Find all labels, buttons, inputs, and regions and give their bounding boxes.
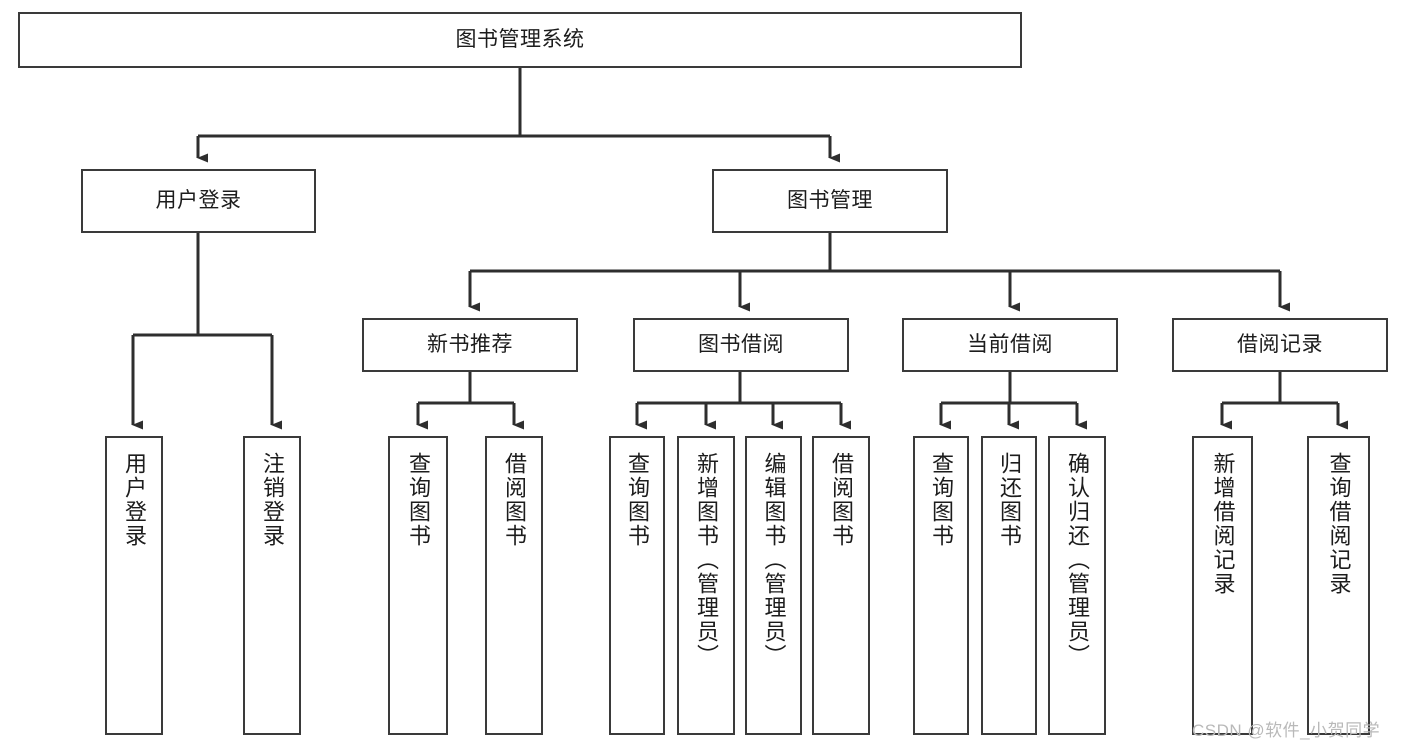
node-label: 查询图书 [625, 452, 650, 548]
node-label: 图书管理 [787, 188, 873, 212]
node-label: 新增图书（管理员） [694, 452, 719, 668]
node-label: 借阅图书 [829, 452, 854, 548]
node-label: 新书推荐 [427, 332, 513, 356]
node-label: 归还图书 [997, 452, 1022, 548]
node-label: 查询图书 [406, 452, 431, 548]
leaf-edit-book-admin[interactable]: 编辑图书（管理员） [745, 436, 802, 735]
node-user-login[interactable]: 用户登录 [81, 169, 316, 233]
leaf-query-borrow-record[interactable]: 查询借阅记录 [1307, 436, 1370, 735]
node-label: 编辑图书（管理员） [761, 452, 787, 668]
node-label: 图书管理系统 [455, 27, 585, 51]
node-label: 查询图书 [929, 452, 954, 548]
node-label: 用户登录 [122, 452, 147, 548]
watermark: CSDN @软件_小贺同学 [1192, 721, 1381, 740]
node-new-book-recommendation[interactable]: 新书推荐 [362, 318, 578, 372]
node-current-borrow[interactable]: 当前借阅 [902, 318, 1118, 372]
leaf-borrow-book-recommendation[interactable]: 借阅图书 [485, 436, 543, 735]
leaf-add-book-admin[interactable]: 新增图书（管理员） [677, 436, 735, 735]
leaf-add-borrow-record[interactable]: 新增借阅记录 [1192, 436, 1253, 735]
node-label: 查询借阅记录 [1326, 452, 1352, 596]
leaf-logout[interactable]: 注销登录 [243, 436, 301, 735]
leaf-query-book-recommendation[interactable]: 查询图书 [388, 436, 448, 735]
node-label: 图书借阅 [698, 332, 784, 356]
node-label: 借阅图书 [502, 452, 527, 548]
node-label: 新增借阅记录 [1210, 452, 1236, 596]
node-label: 用户登录 [155, 188, 242, 212]
leaf-query-book-current[interactable]: 查询图书 [913, 436, 969, 735]
node-borrow-record[interactable]: 借阅记录 [1172, 318, 1388, 372]
node-root-book-management-system[interactable]: 图书管理系统 [18, 12, 1022, 68]
node-label: 借阅记录 [1237, 332, 1323, 356]
node-label: 当前借阅 [967, 332, 1053, 356]
node-label: 确认归还（管理员） [1065, 452, 1090, 668]
leaf-user-login[interactable]: 用户登录 [105, 436, 163, 735]
node-book-management[interactable]: 图书管理 [712, 169, 948, 233]
leaf-confirm-return-admin[interactable]: 确认归还（管理员） [1048, 436, 1106, 735]
leaf-borrow-book[interactable]: 借阅图书 [812, 436, 870, 735]
node-book-borrow[interactable]: 图书借阅 [633, 318, 849, 372]
node-label: 注销登录 [260, 452, 285, 548]
leaf-return-book[interactable]: 归还图书 [981, 436, 1037, 735]
leaf-query-book-borrow[interactable]: 查询图书 [609, 436, 665, 735]
